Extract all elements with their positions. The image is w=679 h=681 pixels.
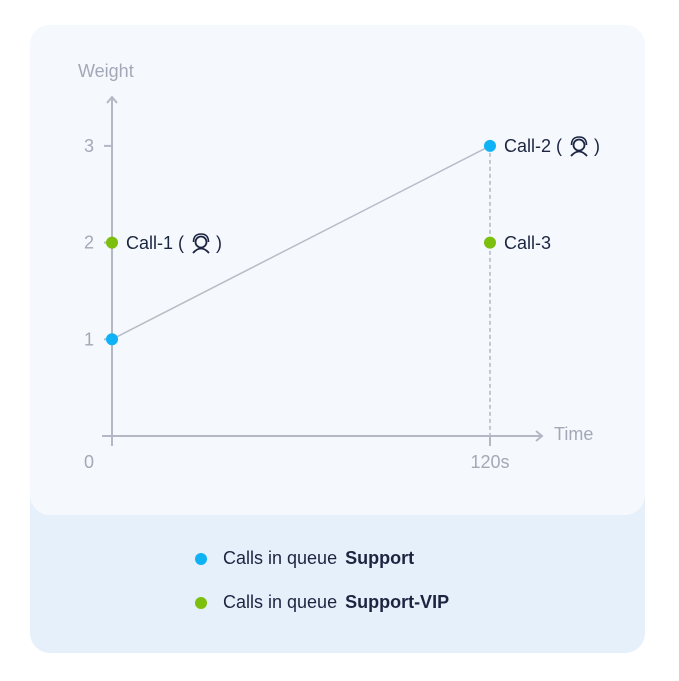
y-tick-label: 3 <box>84 136 94 156</box>
legend-dot-blue <box>195 552 207 565</box>
point-label: Call-1 () <box>126 231 222 255</box>
legend-queue: Support <box>345 548 415 568</box>
data-point <box>106 236 118 249</box>
agent-body-icon <box>570 150 588 157</box>
data-point <box>106 333 118 346</box>
legend-prefix: Calls in queue <box>223 592 338 612</box>
agent-headset-icon <box>192 232 210 254</box>
point-label-close: ) <box>594 135 601 156</box>
agent-body-icon <box>192 247 210 254</box>
plot-area <box>30 25 645 515</box>
point-label: Call-3 <box>504 231 551 255</box>
point-label-text: Call-3 <box>504 232 552 253</box>
point-label: Call-2 () <box>504 134 600 158</box>
agent-headband-icon <box>192 232 210 242</box>
y-tick-label: 1 <box>84 329 94 349</box>
series-line <box>111 145 491 340</box>
point-label-text: Call-2 ( <box>504 135 563 156</box>
data-point <box>484 236 496 249</box>
x-axis-label: Time <box>554 424 593 444</box>
agent-head-icon <box>194 235 208 248</box>
y-axis-label: Weight <box>78 61 134 81</box>
x-tick-label: 120s <box>470 452 509 472</box>
legend-dot-green <box>195 596 207 609</box>
point-label-text: Call-1 ( <box>126 232 185 253</box>
agent-headband-icon <box>570 136 588 145</box>
legend-item-support-vip: Calls in queue Support-VIP <box>195 592 449 613</box>
data-point <box>484 139 496 152</box>
legend-queue: Support-VIP <box>345 592 450 612</box>
agent-head-icon <box>572 138 586 152</box>
x-axis-arrow-icon <box>535 430 544 442</box>
agent-headset-icon <box>570 136 588 157</box>
y-tick-label: 2 <box>84 233 94 253</box>
point-label-close: ) <box>216 232 223 253</box>
y-axis-arrow-icon <box>106 95 118 104</box>
legend-prefix: Calls in queue <box>223 548 338 568</box>
legend-item-support: Calls in queue Support <box>195 548 414 569</box>
x-tick-label: 0 <box>84 452 94 472</box>
